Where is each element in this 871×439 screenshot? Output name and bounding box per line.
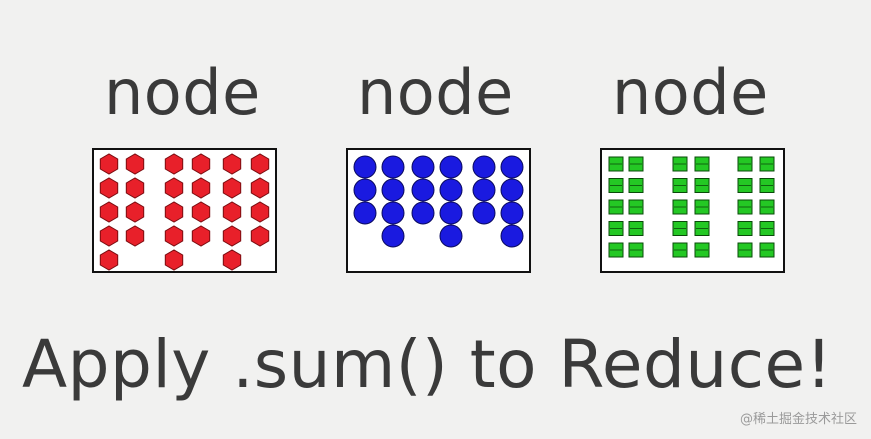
circle-item [381,224,405,248]
hexagon-item [191,177,211,199]
hexagon-item [164,201,184,223]
hexagon-item [191,153,211,175]
circle-item [411,155,435,179]
hexagon-item [125,201,145,223]
node-items-3 [608,156,775,258]
circle-item [353,155,377,179]
node-items-2 [353,155,524,248]
circle-item [439,201,463,225]
hexagon-item [164,177,184,199]
circle-item [500,178,524,202]
circle-item [381,155,405,179]
circle-item [381,178,405,202]
circle-item [472,155,496,179]
hexagon-item [99,225,119,247]
circle-item [500,201,524,225]
hexagon-item [222,249,242,271]
circle-item [353,178,377,202]
circle-item [353,201,377,225]
node-box-2 [346,148,531,273]
hexagon-item [125,177,145,199]
hexagon-item [125,153,145,175]
watermark: @稀土掘金技术社区 [739,412,857,427]
circle-item [381,201,405,225]
hexagon-item [99,201,119,223]
circle-item [439,155,463,179]
circle-item [500,155,524,179]
hexagon-item [222,225,242,247]
circle-item [500,224,524,248]
hexagon-item [99,249,119,271]
circle-item [411,178,435,202]
hexagon-item [164,249,184,271]
hexagon-item [250,201,270,223]
headline: Apply .sum() to Reduce! [22,326,833,403]
circle-item [439,178,463,202]
hexagon-item [250,177,270,199]
node-label-1: node [104,56,261,129]
hexagon-item [191,225,211,247]
hexagon-item [125,225,145,247]
hexagon-item [222,201,242,223]
hexagon-item [250,225,270,247]
hexagon-item [191,201,211,223]
circle-item [439,224,463,248]
hexagon-item [222,177,242,199]
hexagon-item [250,153,270,175]
circle-item [472,178,496,202]
node-items-1 [99,153,270,271]
node-box-1 [92,148,277,273]
hexagon-item [164,225,184,247]
node-label-2: node [357,56,514,129]
hexagon-item [99,153,119,175]
circle-item [472,201,496,225]
circle-item [411,201,435,225]
hexagon-item [164,153,184,175]
node-label-3: node [612,56,769,129]
hexagon-item [222,153,242,175]
hexagon-item [99,177,119,199]
node-box-3 [600,148,785,273]
